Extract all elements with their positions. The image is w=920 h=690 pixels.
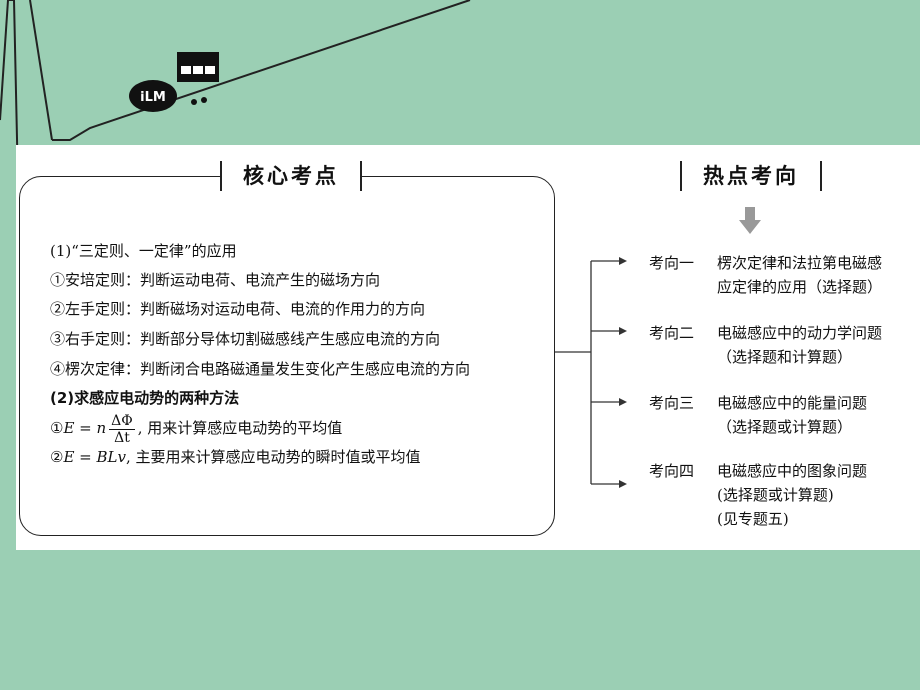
direction-4-line3: (见专题五)	[717, 510, 789, 528]
fraction-denominator: Δt	[114, 429, 130, 446]
core-title-2: (2)求感应电动势的两种方法	[50, 389, 240, 407]
core-points-box	[19, 176, 555, 536]
down-arrow-icon	[739, 207, 761, 234]
formula-instant-prefix: ②	[50, 448, 64, 466]
direction-2-line1: 电磁感应中的动力学问题	[717, 324, 883, 342]
direction-4-line2: (选择题或计算题)	[717, 486, 834, 504]
core-item-3: ③右手定则：判断部分导体切割磁感线产生感应电流的方向	[50, 330, 441, 348]
chat-bubble-icon: iLM	[129, 80, 207, 112]
formula-instant-suffix: , 主要用来计算感应电动势的瞬时值或平均值	[125, 448, 421, 466]
core-item-1: ①安培定则：判断运动电荷、电流产生的磁场方向	[50, 271, 381, 289]
connector-lines	[555, 257, 627, 488]
direction-4-text: 电磁感应中的图象问题 (选择题或计算题) (见专题五)	[717, 459, 867, 531]
core-item-4: ④楞次定律：判断闭合电路磁通量发生变化产生感应电流的方向	[50, 360, 471, 378]
direction-1-label: 考向一	[649, 254, 695, 272]
direction-2-line2: （选择题和计算题）	[717, 348, 853, 366]
direction-3-line2: （选择题或计算题）	[717, 418, 853, 436]
formula-average-prefix: ①	[50, 419, 64, 437]
direction-3-line1: 电磁感应中的能量问题	[717, 394, 868, 412]
formula-instant: ②E = BLv, 主要用来计算感应电动势的瞬时值或平均值	[50, 447, 421, 467]
direction-4-line1: 电磁感应中的图象问题	[717, 462, 868, 480]
direction-1-line2: 应定律的应用（选择题）	[717, 278, 883, 296]
direction-2-text: 电磁感应中的动力学问题 （选择题和计算题）	[717, 321, 882, 369]
direction-4-label: 考向四	[649, 462, 695, 480]
direction-3-text: 电磁感应中的能量问题 （选择题或计算题）	[717, 391, 867, 439]
direction-2-label: 考向二	[649, 324, 695, 342]
hot-directions-header: 热点考向	[680, 161, 822, 191]
svg-text:iLM: iLM	[140, 90, 166, 105]
formula-instant-lhs: E = BLv	[63, 448, 126, 466]
core-item-2: ②左手定则：判断磁场对运动电荷、电流的作用力的方向	[50, 300, 426, 318]
fraction-numerator: ΔΦ	[109, 412, 135, 430]
core-points-header: 核心考点	[220, 161, 362, 191]
core-title-1: (1)“三定则、一定律”的应用	[50, 242, 237, 260]
formula-average-suffix: , 用来计算感应电动势的平均值	[137, 419, 343, 437]
direction-1-text: 楞次定律和法拉第电磁感 应定律的应用（选择题）	[717, 251, 882, 299]
direction-3-label: 考向三	[649, 394, 695, 412]
grid-icon	[177, 52, 219, 82]
formula-average-lhs: E = n	[63, 419, 107, 437]
direction-1-line1: 楞次定律和法拉第电磁感	[717, 254, 883, 272]
content-panel: 核心考点 热点考向 (1)“三定则、一定律”的应用 ①安培定则：判断运动电荷、电…	[16, 145, 920, 550]
